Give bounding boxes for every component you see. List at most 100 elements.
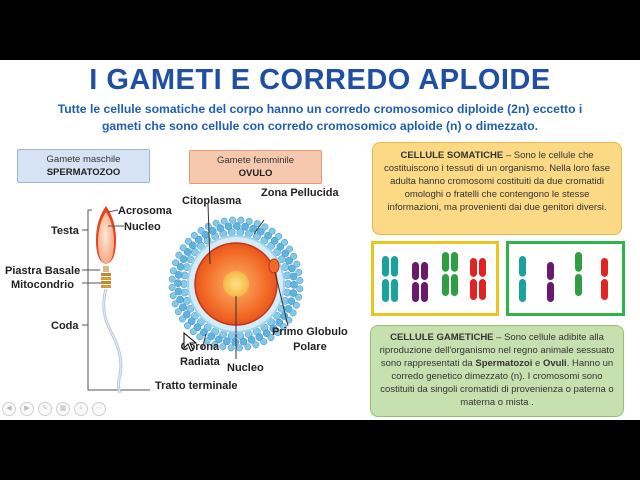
- corona-cell: [296, 277, 304, 284]
- corona-cell: [224, 222, 233, 231]
- chromatid-arm: [391, 256, 398, 277]
- label-ovum-nucleo: Nucleo: [227, 362, 264, 374]
- label-zona-pellucida: Zona Pellucida: [261, 187, 339, 199]
- corona-cell: [261, 223, 269, 231]
- pointer-zona: [253, 219, 265, 235]
- more-icon[interactable]: ⋯: [92, 402, 106, 416]
- chromatid-arm: [601, 279, 608, 300]
- corona-cell: [176, 295, 184, 304]
- corona-cell: [174, 271, 183, 279]
- corona-cell: [286, 245, 294, 253]
- chromatid-arm: [470, 258, 477, 277]
- corona-cell: [275, 232, 283, 240]
- corona-cell: [188, 241, 197, 250]
- gametic-heading: CELLULE GAMETICHE: [390, 332, 494, 343]
- slides-icon[interactable]: ▦: [56, 402, 70, 416]
- chromatid-arm: [479, 279, 486, 300]
- male-gamete-header: Gamete maschile: [46, 154, 121, 165]
- corona-cell: [183, 248, 192, 256]
- sperm-mitochondria: [101, 273, 111, 288]
- gametic-cells-box: CELLULE GAMETICHE – Sono cellule adibite…: [370, 325, 624, 417]
- corona-cell: [284, 305, 293, 313]
- somatic-cells-box: CELLULE SOMATICHE – Sono le cellule che …: [372, 142, 622, 235]
- corona-cell: [168, 275, 176, 283]
- chromatid-arm: [547, 262, 554, 280]
- pen-icon[interactable]: ✎: [38, 402, 52, 416]
- haploid-chromosomes: [519, 252, 608, 302]
- corona-cell: [169, 267, 177, 275]
- sperm-diagram: Acrosoma Nucleo Testa Piastra Basale Mit…: [5, 205, 173, 394]
- chromatid-arm: [412, 282, 419, 302]
- gametic-text-2: e: [532, 358, 543, 369]
- slide: I GAMETI E CORREDO APLOIDE Tutte le cell…: [0, 60, 640, 420]
- ovum-nucleus: [223, 271, 249, 297]
- zoom-icon[interactable]: ⌕: [74, 402, 88, 416]
- chromatid-arm: [421, 262, 428, 280]
- corona-cell: [247, 336, 256, 344]
- corona-radiata: [168, 216, 304, 352]
- label-primo-globulo: Primo Globulo Polare: [272, 325, 348, 355]
- corona-cell: [270, 236, 279, 245]
- label-citoplasma: Citoplasma: [182, 195, 242, 207]
- corona-cell: [231, 338, 240, 346]
- corona-cell: [275, 318, 284, 327]
- male-gamete-name: SPERMATOZOO: [46, 167, 121, 178]
- corona-cell: [290, 252, 298, 260]
- chromatid-arm: [412, 262, 419, 280]
- subtitle: Tutte le cellule somatiche del corpo han…: [20, 101, 620, 135]
- polar-body: [268, 258, 280, 274]
- corona-cell: [252, 341, 260, 349]
- sperm-label-acrosoma: Acrosoma: [118, 205, 173, 217]
- corona-cell: [212, 219, 220, 227]
- sperm-head: [98, 212, 114, 264]
- prev-icon[interactable]: ◀: [2, 402, 16, 416]
- ovum-diagram: [168, 203, 304, 359]
- sperm-label-coda: Coda: [51, 320, 79, 332]
- corona-cell: [169, 292, 177, 300]
- corona-cell: [255, 333, 264, 341]
- corona-cell: [197, 226, 205, 234]
- corona-cell: [262, 329, 271, 338]
- corona-cell: [182, 310, 191, 319]
- corona-cell: [190, 231, 198, 239]
- corona-cell: [257, 227, 265, 236]
- corona-cell: [288, 264, 296, 273]
- pointer-corona: [201, 333, 207, 350]
- corona-cell: [237, 216, 245, 224]
- chromatid-arm: [547, 282, 554, 302]
- corona-cell: [289, 272, 298, 281]
- corona-cell: [193, 323, 202, 332]
- female-gamete-box: Gamete femminile OVULO: [189, 150, 322, 184]
- corona-cell: [216, 224, 225, 232]
- presentation-toolbar: ◀ ▶ ✎ ▦ ⌕ ⋯: [2, 402, 106, 416]
- gametic-bold-2: Ovuli: [542, 358, 567, 369]
- somatic-heading: CELLULE SOMATICHE: [400, 150, 504, 161]
- corona-cell: [268, 227, 276, 235]
- corona-cell: [220, 217, 228, 225]
- label-tratto-terminale: Tratto terminale: [155, 380, 238, 392]
- sperm-basal-plate: [103, 266, 109, 272]
- corona-cell: [184, 237, 192, 245]
- corona-cell: [179, 303, 187, 312]
- sperm-label-testa: Testa: [51, 225, 80, 237]
- corona-cell: [179, 244, 187, 252]
- sperm-label-nucleo: Nucleo: [124, 221, 161, 233]
- next-icon[interactable]: ▶: [20, 402, 34, 416]
- chromatid-arm: [382, 279, 389, 302]
- corona-cell: [289, 289, 298, 297]
- corona-cell: [178, 315, 186, 323]
- corona-cell: [174, 308, 182, 316]
- sperm-label-mitocondrio: Mitocondrio: [11, 279, 74, 291]
- corona-cell: [290, 280, 298, 289]
- chromatid-arm: [442, 274, 449, 296]
- chromatid-arm: [421, 282, 428, 302]
- corona-cell: [253, 220, 261, 228]
- corona-cell: [179, 255, 188, 263]
- gametic-bold-1: Spermatozoi: [475, 358, 533, 369]
- chromatid-arm: [519, 279, 526, 302]
- corona-cell: [227, 344, 235, 352]
- corona-cell: [236, 344, 243, 352]
- corona-cell: [180, 288, 189, 297]
- corona-cell: [229, 216, 236, 224]
- chromatid-arm: [470, 279, 477, 300]
